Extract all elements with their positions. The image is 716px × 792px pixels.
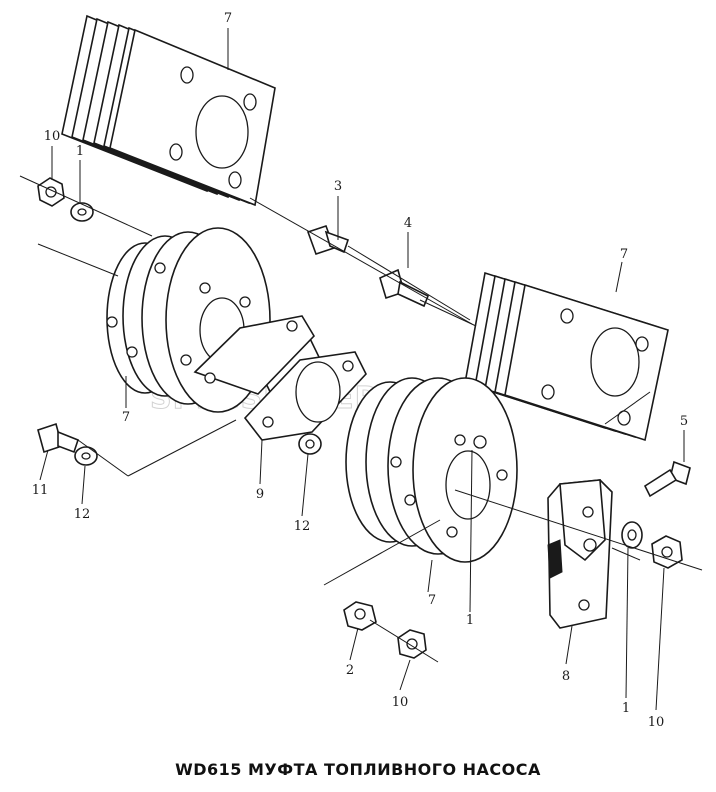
bolt-4	[379, 268, 430, 308]
bolt-11	[37, 422, 79, 454]
assembly-axis-lines	[19, 175, 703, 663]
callout-3: 3	[334, 179, 342, 194]
callout-1-left: 1	[76, 144, 84, 159]
shim-stack-upper-left	[61, 14, 276, 207]
nut-10-right	[651, 535, 683, 569]
callout-11: 11	[32, 483, 49, 498]
callout-5: 5	[680, 414, 688, 429]
clamp-plate	[547, 479, 613, 629]
washer-12-left	[74, 446, 98, 466]
callout-8: 8	[562, 669, 570, 684]
callout-7-right-disc: 7	[428, 593, 436, 608]
bolt-3	[306, 224, 350, 256]
callout-12-center: 12	[294, 519, 311, 534]
leader-lines	[39, 28, 685, 711]
callout-4: 4	[404, 216, 412, 231]
washer-12-center	[298, 433, 322, 455]
callout-10-left: 10	[44, 129, 61, 144]
washer-1-upper-left	[70, 202, 94, 222]
callout-labels: 7 10 1 3 4 7 5 11 12 9 12 7 1 2 10 8 1 1…	[32, 11, 688, 730]
callout-10-bottom: 10	[392, 695, 409, 710]
bolt-5	[643, 460, 691, 498]
diagram-caption: WD615 МУФТА ТОПЛИВНОГО НАСОСА	[175, 760, 541, 779]
callout-12-left: 12	[74, 507, 91, 522]
shim-stack-upper-right	[464, 271, 669, 442]
callout-7-top: 7	[224, 11, 232, 26]
callout-7-left-disc: 7	[122, 410, 130, 425]
callout-9: 9	[256, 487, 264, 502]
nut-10-upper-left	[37, 177, 65, 207]
callout-1-center: 1	[466, 613, 474, 628]
flange-disc-right	[345, 377, 518, 563]
callout-7-right: 7	[620, 247, 628, 262]
callout-10-right: 10	[648, 715, 665, 730]
callout-1-right: 1	[622, 701, 630, 716]
nut-10-bottom	[397, 629, 427, 659]
washer-1-right	[621, 521, 643, 549]
flange-nut-2	[343, 601, 377, 631]
callout-2: 2	[346, 663, 354, 678]
